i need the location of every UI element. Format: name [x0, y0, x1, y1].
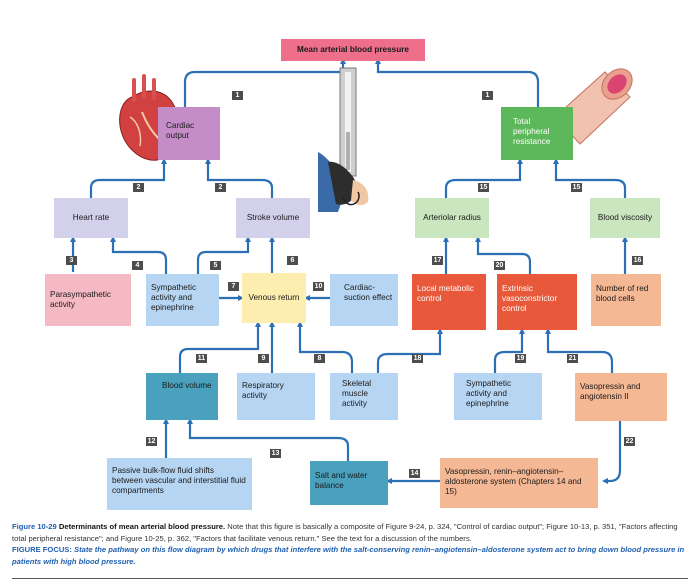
node-total-peripheral-resistance: Total peripheral resistance [501, 107, 573, 160]
arrow-co-to-map [183, 58, 346, 107]
badge-number: 1 [482, 91, 493, 100]
caption-divider [12, 578, 688, 579]
arrow-vaso-to-ext [545, 328, 614, 373]
badge-number: 19 [515, 354, 526, 363]
badge-number: 14 [409, 469, 420, 478]
badge-number: 7 [228, 282, 239, 291]
badge-number: 13 [270, 449, 281, 458]
node-local-metabolic: Local metabolic control [412, 274, 486, 330]
badge-number: 22 [624, 437, 635, 446]
node-respiratory-activity: Respiratory activity [237, 373, 315, 420]
badge-number: 11 [196, 354, 207, 363]
arrow-extrinsic-to-ar [475, 236, 532, 274]
arrow-symp-to-hr [110, 236, 168, 274]
arrow-skel-to-vr [297, 321, 354, 373]
blood-vessel-illustration [554, 68, 633, 145]
figure-focus-label: FIGURE FOCUS: [12, 545, 72, 554]
arrow-bvol-to-vr [178, 321, 261, 373]
node-venous-return: Venous return [242, 273, 306, 323]
figure-focus-text: State the pathway on this flow diagram b… [12, 545, 685, 566]
arrow-symp-to-sv [196, 236, 251, 274]
arrow-hr-to-co [89, 158, 167, 198]
node-mean-arterial-pressure: Mean arterial blood pressure [281, 39, 425, 61]
node-raas: Vasopressin, renin–angiotensin–aldostero… [440, 458, 598, 508]
sphygmomanometer-illustration [318, 67, 369, 212]
badge-number: 17 [432, 256, 443, 265]
badge-number: 21 [567, 354, 578, 363]
node-arteriolar-radius: Arteriolar radius [415, 198, 489, 238]
badge-number: 2 [133, 183, 144, 192]
node-blood-volume: Blood volume [146, 373, 218, 420]
badge-number: 6 [287, 256, 298, 265]
node-sympathetic-epinephrine: Sympathetic activity and epinephrine [146, 274, 219, 326]
arrow-bv-to-tpr [553, 158, 627, 198]
node-vasopressin-angiotensin: Vasopressin and angiotensin II [575, 373, 667, 421]
arrow-vaso-to-raas [602, 421, 622, 484]
badge-number: 1 [232, 91, 243, 100]
arrow-tpr-to-map [375, 58, 540, 107]
badge-number: 5 [210, 261, 221, 270]
figure-caption-body: Note that this figure is basically a com… [12, 522, 678, 543]
node-bulk-flow: Passive bulk-flow fluid shifts between v… [107, 458, 252, 510]
badge-number: 15 [478, 183, 489, 192]
figure-caption: Figure 10-29 Determinants of mean arteri… [12, 521, 688, 567]
node-sympathetic-epinephrine-2: Sympathetic activity and epinephrine [454, 373, 542, 420]
arrow-sv-to-co [205, 158, 274, 198]
badge-number: 8 [314, 354, 325, 363]
badge-number: 15 [571, 183, 582, 192]
badge-number: 2 [215, 183, 226, 192]
node-salt-water-balance: Salt and water balance [310, 461, 388, 505]
badge-number: 9 [258, 354, 269, 363]
node-red-blood-cells: Number of red blood cells [591, 274, 661, 326]
flow-diagram-arrows [70, 58, 633, 484]
arrow-ar-to-tpr [444, 158, 523, 198]
badge-number: 16 [632, 256, 643, 265]
badge-number: 18 [412, 354, 423, 363]
node-cardiac-suction: Cardiac-suction effect [330, 274, 398, 326]
node-skeletal-muscle: Skeletal muscle activity [330, 373, 398, 420]
badge-number: 10 [313, 282, 324, 291]
figure-title: Determinants of mean arterial blood pres… [58, 522, 226, 531]
node-cardiac-output: Cardiac output [158, 107, 220, 160]
badge-number: 12 [146, 437, 157, 446]
node-extrinsic-vasoconstrictor: Extrinsic vasoconstrictor control [497, 274, 577, 330]
figure-label: Figure 10-29 [12, 522, 57, 531]
arrow-symp2-to-ext [493, 328, 525, 373]
node-heart-rate: Heart rate [54, 198, 128, 238]
arrow-salt-to-bvol [187, 418, 350, 461]
badge-number: 20 [494, 261, 505, 270]
node-stroke-volume: Stroke volume [236, 198, 310, 238]
node-blood-viscosity: Blood viscosity [590, 198, 660, 238]
badge-number: 4 [132, 261, 143, 270]
node-parasympathetic: Parasympathetic activity [45, 274, 131, 326]
arrow-skel-to-local [376, 328, 443, 373]
badge-number: 3 [66, 256, 77, 265]
